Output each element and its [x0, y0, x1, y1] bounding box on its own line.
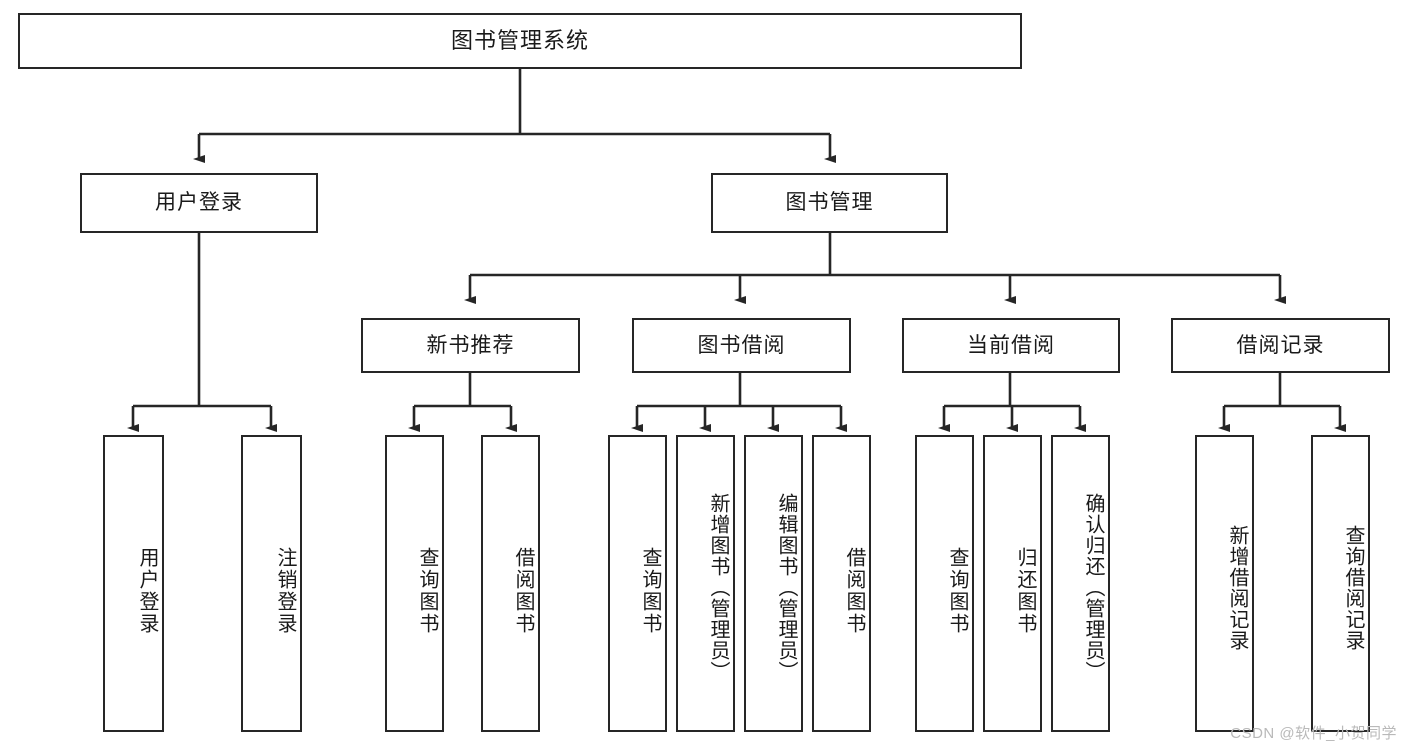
- node-leaf-query-record-label: 查询借阅记录: [1342, 524, 1364, 651]
- node-borrow-record-label: 借阅记录: [1236, 333, 1325, 357]
- node-leaf-confirm-return[interactable]: 确认归还（管理员）: [1051, 435, 1110, 732]
- node-leaf-add-record[interactable]: 新增借阅记录: [1195, 435, 1254, 732]
- node-new-book-recommend-label: 新书推荐: [426, 333, 515, 357]
- node-leaf-query-record[interactable]: 查询借阅记录: [1311, 435, 1370, 732]
- node-leaf-confirm-return-label: 确认归还（管理员）: [1082, 493, 1104, 682]
- node-book-borrow[interactable]: 图书借阅: [632, 318, 851, 373]
- node-leaf-user-logout[interactable]: 注销登录: [241, 435, 302, 732]
- node-leaf-add-record-label: 新增借阅记录: [1226, 524, 1248, 651]
- node-leaf-edit-book-label: 编辑图书（管理员）: [775, 493, 797, 682]
- node-leaf-edit-book[interactable]: 编辑图书（管理员）: [744, 435, 803, 732]
- node-book-borrow-label: 图书借阅: [697, 333, 786, 357]
- node-leaf-query-book-1-label: 查询图书: [416, 546, 438, 635]
- node-leaf-user-login-label: 用户登录: [136, 546, 158, 635]
- node-user-login[interactable]: 用户登录: [80, 173, 318, 233]
- watermark-text: CSDN @软件_小贺同学: [1230, 725, 1397, 742]
- node-leaf-add-book-label: 新增图书（管理员）: [707, 493, 729, 682]
- node-leaf-add-book[interactable]: 新增图书（管理员）: [676, 435, 735, 732]
- node-root-label: 图书管理系统: [450, 27, 589, 53]
- node-user-login-label: 用户登录: [155, 191, 243, 215]
- node-book-management-label: 图书管理: [785, 191, 874, 215]
- node-leaf-borrow-book-1[interactable]: 借阅图书: [481, 435, 540, 732]
- node-leaf-query-book-1[interactable]: 查询图书: [385, 435, 444, 732]
- node-leaf-query-book-2-label: 查询图书: [639, 546, 661, 635]
- node-root-system[interactable]: 图书管理系统: [18, 13, 1022, 69]
- node-leaf-return-book-label: 归还图书: [1014, 546, 1036, 635]
- node-current-borrow[interactable]: 当前借阅: [902, 318, 1120, 373]
- node-leaf-borrow-book-1-label: 借阅图书: [512, 546, 534, 635]
- node-leaf-borrow-book-2-label: 借阅图书: [843, 546, 865, 635]
- node-leaf-query-book-3-label: 查询图书: [946, 546, 968, 635]
- node-leaf-query-book-2[interactable]: 查询图书: [608, 435, 667, 732]
- node-leaf-query-book-3[interactable]: 查询图书: [915, 435, 974, 732]
- node-new-book-recommend[interactable]: 新书推荐: [361, 318, 580, 373]
- node-leaf-user-login[interactable]: 用户登录: [103, 435, 164, 732]
- node-current-borrow-label: 当前借阅: [967, 333, 1055, 357]
- node-leaf-borrow-book-2[interactable]: 借阅图书: [812, 435, 871, 732]
- node-borrow-record[interactable]: 借阅记录: [1171, 318, 1390, 373]
- node-book-management[interactable]: 图书管理: [711, 173, 948, 233]
- node-leaf-user-logout-label: 注销登录: [274, 546, 296, 635]
- node-leaf-return-book[interactable]: 归还图书: [983, 435, 1042, 732]
